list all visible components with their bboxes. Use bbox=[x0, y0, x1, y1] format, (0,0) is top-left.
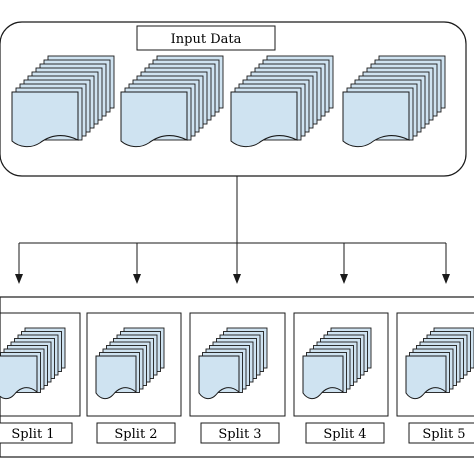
input-document-stack-2 bbox=[120, 55, 224, 148]
split-document-stack bbox=[302, 327, 372, 400]
split-3: Split 3 bbox=[189, 312, 286, 444]
document-front-page bbox=[405, 355, 447, 400]
document-front-page bbox=[11, 91, 79, 148]
split-frame bbox=[189, 312, 286, 417]
input-data-group: Input Data bbox=[0, 21, 467, 177]
split-5: Split 5 bbox=[396, 312, 474, 444]
split-document-stack bbox=[198, 327, 268, 400]
document-front-page bbox=[342, 91, 410, 148]
split-4: Split 4 bbox=[293, 312, 389, 444]
split-label: Split 5 bbox=[422, 427, 465, 442]
arrow-to-split-4 bbox=[340, 243, 348, 284]
split-frame bbox=[396, 312, 474, 417]
split-label-box bbox=[200, 422, 280, 444]
document-front-page bbox=[302, 355, 344, 400]
split-label-box bbox=[305, 422, 385, 444]
split-document-stack bbox=[405, 327, 474, 400]
split-document-stack bbox=[0, 327, 66, 400]
arrow-to-split-2 bbox=[133, 243, 141, 284]
split-label-box bbox=[0, 422, 73, 444]
input-document-stack-1 bbox=[11, 55, 115, 148]
input-data-label-box bbox=[136, 25, 276, 51]
splits-container bbox=[0, 296, 474, 458]
split-label: Split 2 bbox=[114, 427, 157, 442]
input-document-stacks bbox=[11, 55, 446, 148]
document-front-page bbox=[198, 355, 240, 400]
splits-group: Split 1 Split 2 Split 3 Split 4 Split 5 bbox=[0, 296, 474, 458]
split-document-stack bbox=[95, 327, 165, 400]
input-data-container bbox=[0, 21, 467, 177]
input-data-label: Input Data bbox=[171, 32, 242, 47]
input-document-stack-4 bbox=[342, 55, 446, 148]
arrow-to-split-5 bbox=[442, 243, 450, 284]
split-frame bbox=[293, 312, 389, 417]
arrow-to-split-3 bbox=[233, 243, 241, 284]
split-label-box bbox=[408, 422, 474, 444]
split-frame bbox=[86, 312, 182, 417]
document-front-page bbox=[95, 355, 137, 400]
document-front-page bbox=[120, 91, 188, 148]
split-1: Split 1 bbox=[0, 312, 81, 444]
split-label: Split 3 bbox=[218, 427, 261, 442]
document-front-page bbox=[230, 91, 298, 148]
arrow-to-split-1 bbox=[15, 243, 23, 284]
split-frame bbox=[0, 312, 81, 417]
split-label-box bbox=[96, 422, 176, 444]
input-document-stack-3 bbox=[230, 55, 334, 148]
split-2: Split 2 bbox=[86, 312, 182, 444]
distribution-arrows bbox=[15, 176, 450, 284]
document-front-page bbox=[0, 355, 38, 400]
split-label: Split 1 bbox=[11, 427, 54, 442]
split-label: Split 4 bbox=[323, 427, 366, 442]
